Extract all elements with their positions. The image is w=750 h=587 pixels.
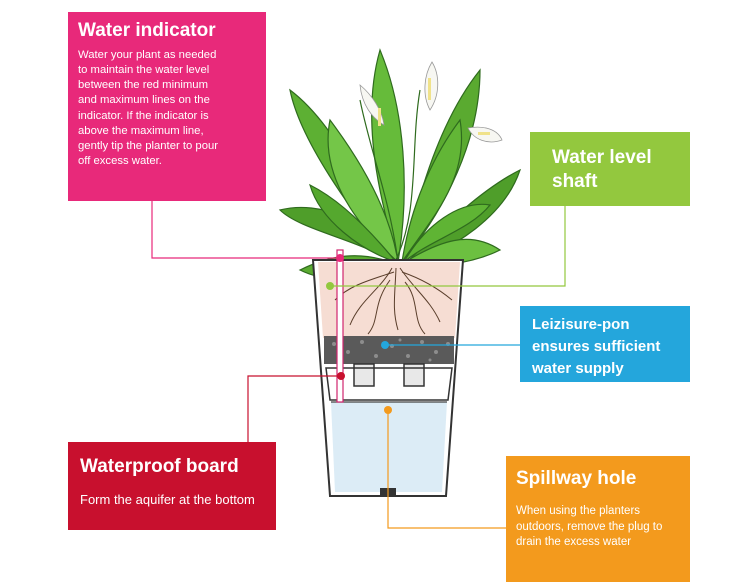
callout-title: Water indicator: [78, 20, 256, 42]
dot-spillway: [384, 406, 392, 414]
callout-title: Spillway hole: [516, 468, 690, 490]
callout-title: Leizisure-pon ensures sufficient water s…: [532, 314, 690, 379]
dot-waterproof: [337, 372, 345, 380]
callout-line: Water your plant as needed: [78, 48, 256, 63]
callout-title: Water level shaft: [552, 146, 690, 194]
callout-line: When using the planters: [516, 504, 690, 520]
callout-water-level-shaft: Water level shaft: [530, 132, 690, 206]
callout-line: gently tip the planter to pour: [78, 139, 256, 154]
callout-line: above the maximum line,: [78, 124, 256, 139]
callout-title-line: shaft: [552, 170, 690, 194]
callout-line: and maximum lines on the: [78, 93, 256, 108]
callout-water-indicator: Water indicator Water your plant as need…: [68, 12, 266, 201]
callout-leizisure-pon: Leizisure-pon ensures sufficient water s…: [520, 306, 690, 382]
dot-water-shaft: [326, 282, 334, 290]
callout-line: to maintain the water level: [78, 63, 256, 78]
dot-leizisure: [381, 341, 389, 349]
dot-water-indicator: [336, 254, 344, 262]
callout-line: off excess water.: [78, 154, 256, 169]
callout-title-line: ensures sufficient: [532, 336, 690, 358]
callout-waterproof-board: Waterproof board Form the aquifer at the…: [68, 442, 276, 530]
callout-title: Waterproof board: [80, 456, 276, 478]
callout-line: indicator. If the indicator is: [78, 109, 256, 124]
callout-spillway-hole: Spillway hole When using the planters ou…: [506, 456, 690, 582]
callout-body: Water your plant as needed to maintain t…: [78, 48, 256, 169]
callout-title-line: Leizisure-pon: [532, 314, 690, 336]
callout-body: When using the planters outdoors, remove…: [516, 504, 690, 551]
callout-line: between the red minimum: [78, 78, 256, 93]
plant-leaves: [280, 50, 520, 279]
callout-body: Form the aquifer at the bottom: [80, 492, 276, 509]
callout-line: outdoors, remove the plug to: [516, 520, 690, 536]
callout-line: drain the excess water: [516, 535, 690, 551]
callout-title-line: water supply: [532, 358, 690, 380]
callout-title-line: Water level: [552, 146, 690, 170]
